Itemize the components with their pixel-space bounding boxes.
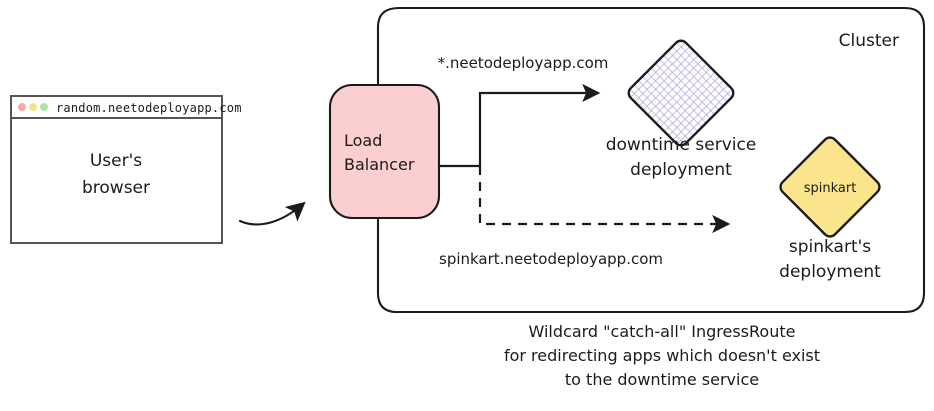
spinkart-route-connector: spinkart.neetodeployapp.com xyxy=(439,166,731,268)
load-balancer-box xyxy=(328,83,441,220)
load-balancer-label-line-1: Load xyxy=(344,131,382,150)
browser-to-loadbalancer-arrow xyxy=(238,201,306,226)
downtime-service-caption-line-2: deployment xyxy=(630,160,732,180)
downtime-service-diamond xyxy=(627,39,735,147)
wildcard-route-label: *.neetodeployapp.com xyxy=(438,54,609,72)
diagram-caption: Wildcard "catch-all" IngressRoute for re… xyxy=(504,322,820,389)
spinkart-caption-line-1: spinkart's xyxy=(789,237,871,257)
browser-body-line-2: browser xyxy=(82,178,150,198)
cluster-label: Cluster xyxy=(839,31,899,51)
load-balancer-label-line-2: Balancer xyxy=(344,155,415,174)
spinkart-deployment-node: spinkart spinkart's deployment xyxy=(779,136,881,282)
load-balancer-node: Load Balancer xyxy=(328,83,441,220)
cluster-border xyxy=(376,6,926,314)
wildcard-route-connector: *.neetodeployapp.com xyxy=(437,54,609,168)
browser-frame xyxy=(10,95,223,244)
spinkart-caption-line-2: deployment xyxy=(779,262,881,282)
downtime-service-node: downtime service deployment xyxy=(606,39,757,180)
browser-body-line-1: User's xyxy=(90,151,142,171)
window-minimize-icon[interactable] xyxy=(29,103,37,111)
spinkart-route-line xyxy=(478,166,731,234)
caption-line-1: Wildcard "catch-all" IngressRoute xyxy=(529,322,796,341)
browser-address-bar[interactable]: random.neetodeployapp.com xyxy=(56,101,242,115)
caption-line-2: for redirecting apps which doesn't exist xyxy=(504,346,820,365)
window-maximize-icon[interactable] xyxy=(40,103,48,111)
spinkart-chip-label: spinkart xyxy=(804,181,857,196)
caption-line-3: to the downtime service xyxy=(565,370,759,389)
request-arrow xyxy=(238,201,306,226)
cluster-boundary: Cluster xyxy=(376,6,926,314)
spinkart-route-label: spinkart.neetodeployapp.com xyxy=(439,250,663,268)
wildcard-route-line xyxy=(437,83,601,168)
spinkart-diamond xyxy=(779,136,881,238)
browser-window: random.neetodeployapp.com User's browser xyxy=(10,95,242,244)
window-close-icon[interactable] xyxy=(18,103,26,111)
downtime-service-caption-line-1: downtime service xyxy=(606,135,757,155)
